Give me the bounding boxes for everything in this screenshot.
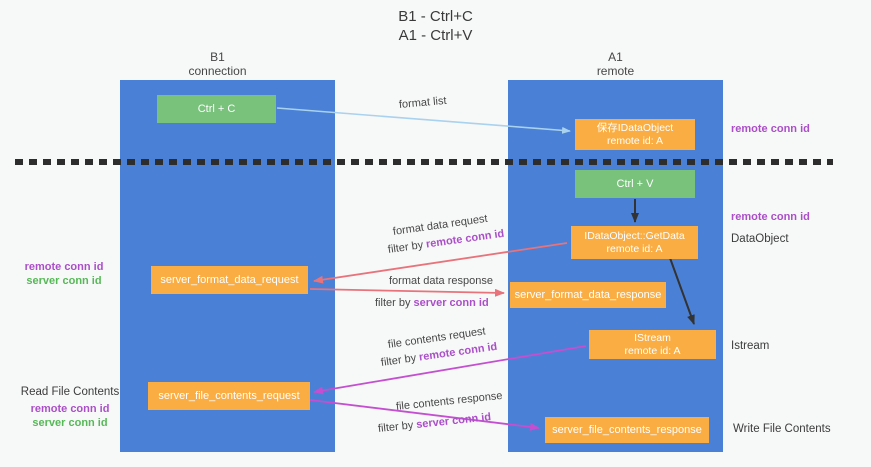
getdata-remote-id: remote id: A <box>606 242 663 255</box>
column-a1-name: A1 <box>608 50 623 64</box>
server-conn-id-inline: server conn id <box>413 297 489 309</box>
box-istream: IStream remote id: A <box>589 330 716 359</box>
title-line-1: B1 - Ctrl+C <box>398 8 473 25</box>
istream-remote-id: remote id: A <box>624 344 681 357</box>
remote-conn-id-label-top: remote conn id <box>731 123 810 135</box>
getdata-label: IDataObject::GetData <box>584 229 685 242</box>
ctrl-c-label: Ctrl + C <box>197 102 236 115</box>
server-format-data-request-label: server_format_data_request <box>160 273 299 286</box>
arrow-format-data-response <box>309 288 505 297</box>
column-header-b1: B1 connection <box>110 50 325 78</box>
remote-conn-id-label-bottom: remote conn id <box>30 403 110 415</box>
read-file-contents-group: Read File Contents remote conn id server… <box>20 385 120 430</box>
box-server-file-contents-request: server_file_contents_request <box>148 382 310 410</box>
filter-by-text: filter by <box>380 352 417 369</box>
ctrl-v-label: Ctrl + V <box>616 177 654 190</box>
phase-separator-dashed-line <box>15 159 833 165</box>
filter-by-text: filter by <box>387 239 424 256</box>
column-header-a1: A1 remote <box>508 50 723 78</box>
istream-side-label: Istream <box>731 340 770 352</box>
title-line-2: A1 - Ctrl+V <box>398 27 473 44</box>
server-format-data-response-label: server_format_data_response <box>514 288 662 301</box>
dataobject-label: DataObject <box>731 233 789 245</box>
box-saved-idataobject: 保存IDataObject remote id: A <box>575 119 695 150</box>
column-b1-name: B1 <box>210 50 225 64</box>
column-a1-role: remote <box>596 64 635 78</box>
server-conn-id-label-bottom: server conn id <box>32 417 108 429</box>
server-conn-id-inline: server conn id <box>415 411 492 431</box>
file-contents-response-label: file contents response <box>395 389 504 413</box>
remote-conn-id-label-mid: remote conn id <box>731 211 810 223</box>
box-idataobject-getdata: IDataObject::GetData remote id: A <box>571 226 698 259</box>
server-file-contents-request-label: server_file_contents_request <box>158 389 300 402</box>
format-list-label: format list <box>398 94 448 111</box>
column-b1-role: connection <box>188 64 247 78</box>
remote-conn-id-label-left: remote conn id <box>24 261 104 273</box>
filter-by-text: filter by <box>377 419 414 435</box>
server-file-contents-response-label: server_file_contents_response <box>552 423 702 436</box>
format-data-response-label: format data response <box>389 275 493 287</box>
diagram-title: B1 - Ctrl+C A1 - Ctrl+V <box>0 7 871 45</box>
server-conn-id-label-left: server conn id <box>26 275 102 287</box>
write-file-contents-label: Write File Contents <box>733 423 831 435</box>
left-conn-id-group: remote conn id server conn id <box>20 260 108 288</box>
filter-by-text: filter by <box>375 297 411 309</box>
saved-idataobject-remote-id: remote id: A <box>606 134 664 147</box>
read-file-contents-label: Read File Contents <box>20 386 120 398</box>
box-server-format-data-response: server_format_data_response <box>510 282 666 308</box>
box-server-file-contents-response: server_file_contents_response <box>545 417 709 443</box>
box-ctrl-c: Ctrl + C <box>157 95 276 123</box>
box-server-format-data-request: server_format_data_request <box>151 266 308 294</box>
box-ctrl-v: Ctrl + V <box>575 170 695 198</box>
istream-label: IStream <box>634 331 671 344</box>
saved-idataobject-label: 保存IDataObject <box>596 121 674 134</box>
